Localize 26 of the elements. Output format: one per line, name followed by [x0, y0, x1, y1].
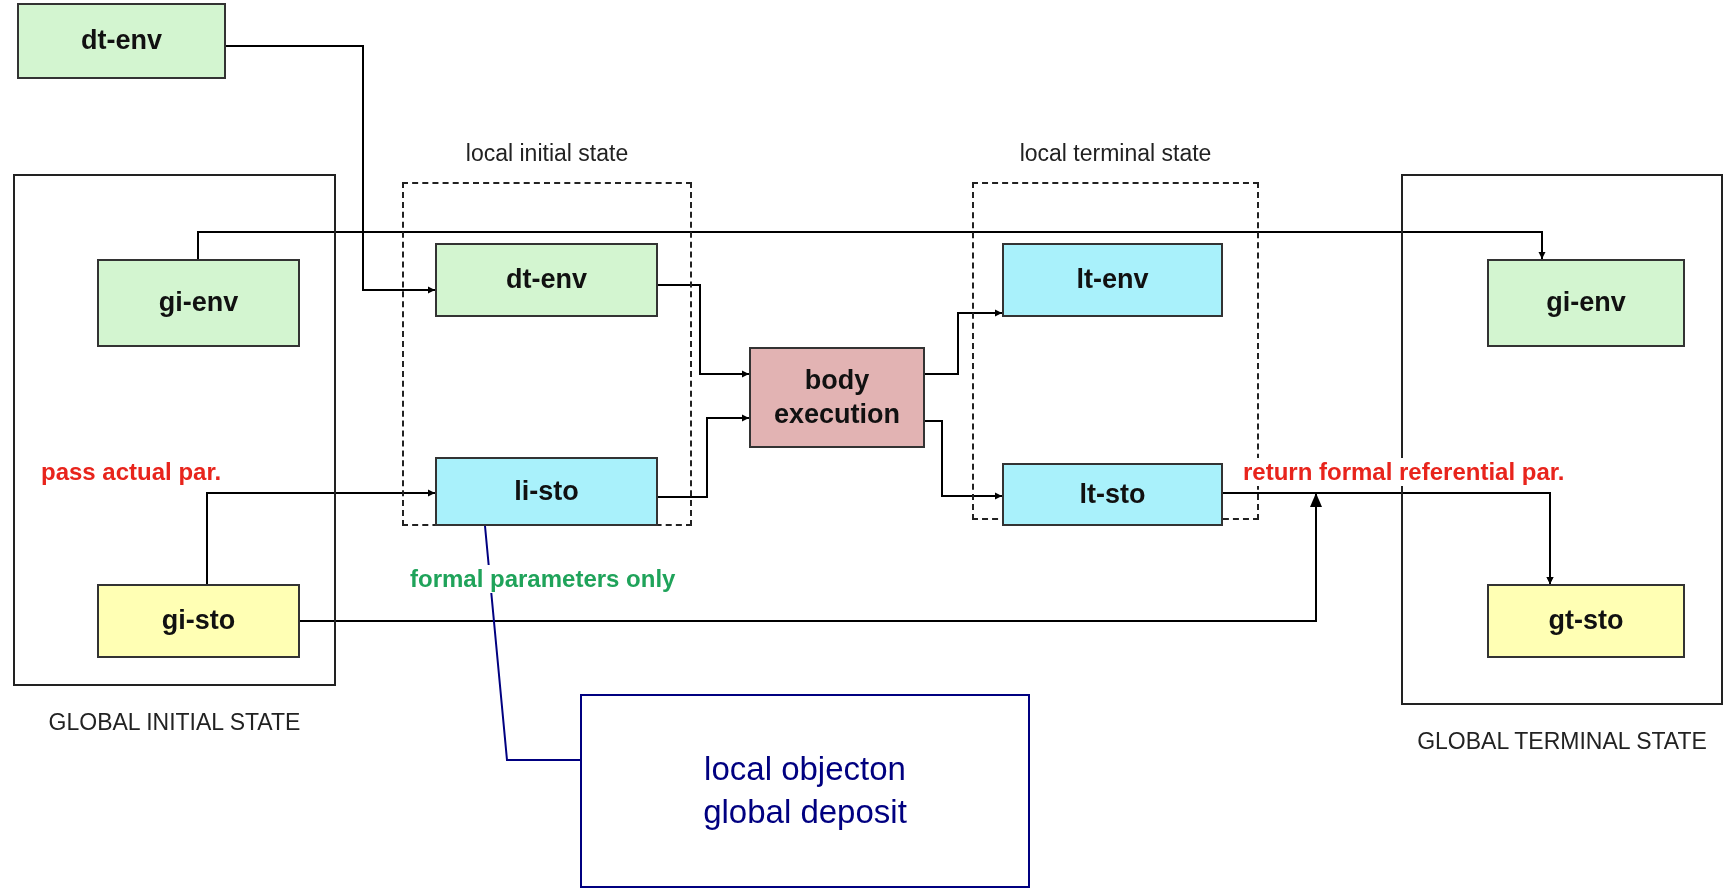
- frame-caption: GLOBAL INITIAL STATE: [47, 708, 302, 737]
- process-box: body execution: [749, 347, 925, 448]
- frame-caption: local initial state: [464, 138, 630, 168]
- process-box: lt-sto: [1002, 463, 1223, 526]
- process-box: li-sto: [435, 457, 658, 526]
- process-box: gi-env: [97, 259, 300, 347]
- note-box: [580, 694, 1030, 888]
- arrow: [924, 309, 1003, 375]
- arrow: [657, 414, 750, 498]
- process-box: gi-env: [1487, 259, 1685, 347]
- frame-caption: GLOBAL TERMINAL STATE: [1416, 727, 1708, 756]
- process-box: gt-sto: [1487, 584, 1685, 658]
- arrow: [924, 420, 1003, 500]
- annotation-text: formal parameters only: [407, 565, 679, 593]
- process-box: lt-env: [1002, 243, 1223, 317]
- arrow: [225, 45, 436, 294]
- process-box: gi-sto: [97, 584, 300, 658]
- frame-caption: local terminal state: [1018, 138, 1213, 168]
- process-box: dt-env: [435, 243, 658, 317]
- arrow: [657, 284, 750, 378]
- arrow: [197, 231, 1546, 260]
- arrow: [206, 489, 436, 585]
- process-box: dt-env: [17, 3, 226, 79]
- arrow: [299, 492, 1554, 622]
- note-text: local objecton global deposit: [702, 749, 908, 832]
- leader-line: [484, 525, 581, 761]
